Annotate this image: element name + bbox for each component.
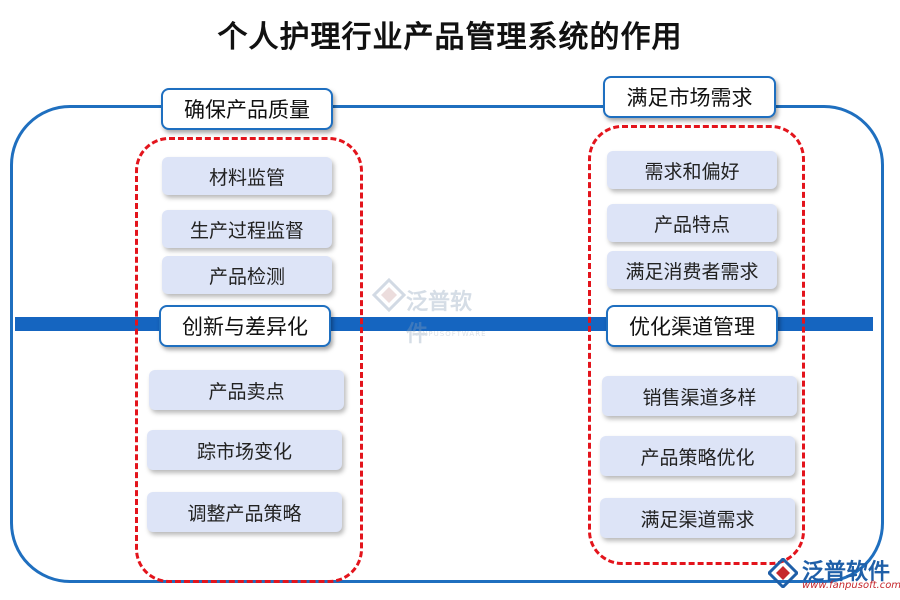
watermark-logo-icon <box>371 277 407 313</box>
label-channel-management: 优化渠道管理 <box>606 305 778 347</box>
brand-logo-url: www.fanpusoft.com <box>802 580 900 591</box>
page-title: 个人护理行业产品管理系统的作用 <box>217 20 683 55</box>
item-adjust-strategy: 调整产品策略 <box>147 492 342 532</box>
brand-logo: 泛普软件 www.fanpusoft.com <box>768 552 900 596</box>
item-diverse-channels: 销售渠道多样 <box>602 376 797 416</box>
item-product-testing: 产品检测 <box>162 256 332 294</box>
watermark-subtext: FANPUSOFTWARE <box>412 330 487 338</box>
left-dashed-group <box>135 137 363 583</box>
item-track-market: 踪市场变化 <box>147 430 342 470</box>
label-market-demand: 满足市场需求 <box>603 76 776 118</box>
outer-frame <box>10 105 884 583</box>
brand-logo-icon <box>768 558 798 588</box>
item-process-supervision: 生产过程监督 <box>162 210 332 248</box>
label-ensure-quality: 确保产品质量 <box>161 88 333 130</box>
item-selling-point: 产品卖点 <box>149 370 344 410</box>
item-channel-needs: 满足渠道需求 <box>600 498 795 538</box>
brand-logo-text: 泛普软件 <box>802 560 891 585</box>
item-consumer-needs: 满足消费者需求 <box>607 251 777 289</box>
label-innovation: 创新与差异化 <box>159 305 331 347</box>
watermark: 泛普软件 FANPUSOFTWARE <box>371 277 492 348</box>
item-demand-preference: 需求和偏好 <box>607 151 777 189</box>
item-material-supervision: 材料监管 <box>162 157 332 195</box>
item-product-features: 产品特点 <box>607 204 777 242</box>
right-dashed-group <box>588 125 805 565</box>
item-strategy-optimization: 产品策略优化 <box>600 436 795 476</box>
watermark-text: 泛普软件 <box>406 290 473 347</box>
